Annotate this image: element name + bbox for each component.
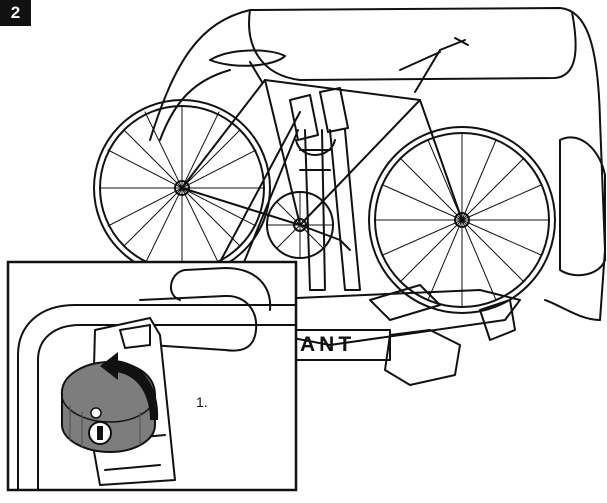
rack-brand-text: ANT bbox=[300, 333, 356, 356]
tail-light bbox=[559, 136, 606, 277]
bike-frame bbox=[181, 37, 469, 259]
frame-holder-arm bbox=[289, 87, 361, 291]
lock-keyhole-icon bbox=[88, 407, 112, 445]
callout-line-left bbox=[219, 111, 301, 263]
rack-lamp bbox=[384, 329, 461, 386]
rack-platform bbox=[249, 284, 521, 386]
step-number-badge: 2 bbox=[0, 0, 31, 26]
step-callout-label: 1. bbox=[196, 394, 208, 410]
callout-line-right bbox=[239, 129, 299, 273]
bike-saddle bbox=[209, 49, 286, 67]
curved-arrow-icon bbox=[100, 352, 159, 420]
detail-inset bbox=[6, 260, 298, 492]
